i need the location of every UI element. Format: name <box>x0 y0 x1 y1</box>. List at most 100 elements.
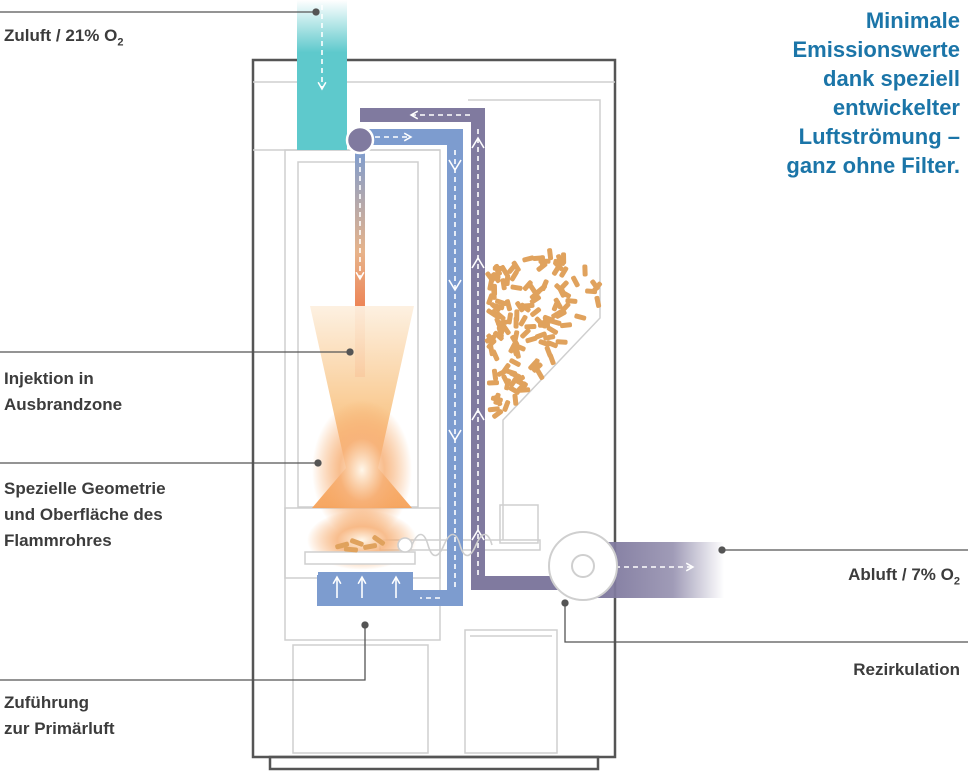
pellet <box>534 331 547 340</box>
pellet <box>486 380 500 386</box>
feed-screw-icon <box>397 533 493 557</box>
pellet <box>560 302 571 313</box>
leader-lines <box>0 8 968 681</box>
supply-air-duct <box>297 0 347 150</box>
label-zuluft-sub: 2 <box>117 36 124 49</box>
pellet <box>559 322 573 329</box>
circle-nozzle-icon <box>345 125 375 155</box>
pellet <box>515 301 525 313</box>
label-zuluft-text: Zuluft / 21% O <box>4 26 118 45</box>
pellet-hopper-fill <box>484 248 603 419</box>
pellet <box>571 275 580 288</box>
label-zufuehrung-line1: Zuführung <box>4 693 89 712</box>
headline: Minimale Emissionswerte dank speziell en… <box>786 6 960 180</box>
pellet <box>535 368 545 381</box>
pellet <box>553 260 564 271</box>
label-zufuehrung-line2: zur Primärluft <box>4 719 115 738</box>
pellet <box>532 362 543 373</box>
flue-gas-flow-arrows <box>409 110 485 575</box>
pellet <box>520 328 531 339</box>
label-geometrie-line1: Spezielle Geometrie <box>4 479 166 498</box>
label-injektion-line2: Ausbrandzone <box>4 395 123 414</box>
pellet <box>486 338 497 350</box>
pellet <box>487 278 494 291</box>
flame-tube <box>307 306 417 570</box>
headline-line: Minimale <box>865 8 960 33</box>
fan-icon <box>548 531 618 601</box>
pellet <box>525 335 538 344</box>
label-geometrie-line2: und Oberfläche des <box>4 505 163 524</box>
headline-line: dank speziell <box>823 66 960 91</box>
stove-housing <box>251 58 617 771</box>
pellet <box>513 343 526 352</box>
pellet <box>551 299 560 312</box>
pellet <box>508 341 518 354</box>
pellet <box>536 284 547 294</box>
pellet <box>512 330 520 343</box>
pellet <box>522 255 535 263</box>
pellet <box>522 280 533 291</box>
pellet <box>505 368 518 377</box>
pellet <box>524 324 537 330</box>
pellet <box>555 310 567 319</box>
pellet <box>504 273 511 287</box>
pellet <box>504 378 511 391</box>
pellet <box>497 321 505 334</box>
pellet <box>582 264 588 277</box>
pellet <box>495 298 507 307</box>
pellet <box>514 346 521 359</box>
headline-line: entwickelter <box>832 95 960 120</box>
pellet <box>510 284 523 291</box>
pellet <box>509 375 519 388</box>
pellet <box>509 358 521 367</box>
pellet <box>592 281 603 293</box>
headline-line: ganz ohne Filter. <box>786 153 960 178</box>
pellet <box>522 302 535 309</box>
pellet <box>544 345 553 358</box>
primary-air-box <box>318 572 413 606</box>
label-rezirkulation-text: Rezirkulation <box>853 660 960 679</box>
pellet <box>542 316 549 329</box>
label-zufuehrung: Zuführung zur Primärluft <box>4 690 115 742</box>
headline-line: Luftströmung – <box>798 124 960 149</box>
pellet <box>491 283 498 296</box>
pellet <box>493 330 504 341</box>
pellet <box>490 309 501 321</box>
pellet <box>565 298 578 304</box>
pellet <box>492 265 505 272</box>
pellet <box>491 368 499 381</box>
burner-grate <box>304 535 416 565</box>
pellet <box>496 368 509 377</box>
injection-lance <box>355 150 365 377</box>
pellet <box>511 260 521 273</box>
pellet <box>559 266 569 278</box>
pellet <box>492 409 504 419</box>
label-rezirkulation: Rezirkulation <box>853 657 960 683</box>
headline-line: Emissionswerte <box>792 37 960 62</box>
pellet <box>516 381 528 392</box>
pellet <box>528 359 539 371</box>
pellet <box>518 314 528 327</box>
pellet <box>527 283 538 295</box>
pellet <box>555 339 568 345</box>
pellet <box>508 385 521 395</box>
primary-air-flow-arrows <box>332 132 462 599</box>
pellet <box>493 394 503 407</box>
pellet <box>594 295 602 308</box>
pellet <box>487 406 500 413</box>
label-geometrie-line3: Flammrohres <box>4 531 112 550</box>
pellet <box>491 349 500 362</box>
pellet <box>554 283 565 294</box>
label-abluft-text: Abluft / 7% O <box>848 565 954 584</box>
label-zuluft: Zuluft / 21% O2 <box>4 23 123 55</box>
pellet <box>546 340 558 349</box>
pellet <box>547 248 554 261</box>
label-abluft: Abluft / 7% O2 <box>848 562 960 594</box>
pellet <box>512 393 519 406</box>
pellet <box>574 313 587 321</box>
pellet <box>509 270 519 282</box>
pellet <box>486 293 495 306</box>
pellet <box>504 299 513 312</box>
label-injektion-line1: Injektion in <box>4 369 94 388</box>
